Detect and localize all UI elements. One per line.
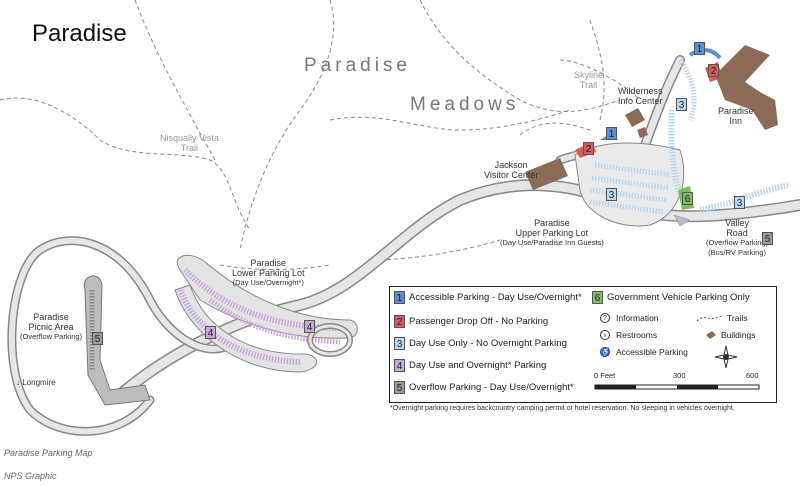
legend-text: Overflow Parking - Day Use/Overnight*	[409, 382, 574, 393]
trail-line	[379, 239, 501, 261]
buildings	[525, 45, 778, 190]
overnight-note: *Overnight parking requires backcountry …	[390, 405, 735, 412]
legend-item-2: 2 Passenger Drop Off - No Parking	[394, 315, 548, 328]
upper-lot-base	[574, 142, 685, 227]
legend-badge: 5	[394, 381, 405, 394]
badge-3-lot: 3	[606, 188, 617, 201]
trail-line	[239, 0, 335, 251]
caption-credit: NPS Graphic	[4, 471, 57, 481]
gov-triangle	[673, 214, 691, 227]
paradise-map	[0, 0, 800, 436]
legend-text: Passenger Drop Off - No Parking	[409, 316, 549, 327]
scale-unit: 0 Feet	[594, 371, 616, 380]
badge-4-left: 4	[205, 326, 216, 339]
legend-badge: 4	[394, 359, 405, 372]
lower-lot-turn-fill	[308, 324, 352, 356]
trail-line	[589, 19, 605, 121]
legend-buildings: Buildings	[704, 330, 756, 340]
trail-line	[0, 97, 251, 231]
legend-accessible: ♿ Accessible Parking	[600, 347, 688, 357]
meadows-label: Meadows	[410, 94, 520, 115]
scale-max: 600	[746, 371, 759, 380]
legend-badge: 6	[592, 291, 603, 304]
longmire-label: ↓ Longmire	[16, 378, 56, 387]
legend-item-5: 5 Overflow Parking - Day Use/Overnight*	[394, 381, 574, 394]
trails	[0, 0, 641, 271]
badge-1-mid: 1	[606, 127, 617, 140]
trail-line	[419, 0, 621, 112]
badge-2-mid: 2	[583, 142, 594, 155]
lower-lot-stalls-c	[208, 297, 341, 345]
paradise-label: Paradise	[304, 55, 411, 76]
trail-line	[519, 122, 591, 136]
badge-3-upper: 3	[676, 98, 687, 111]
legend-text: Day Use and Overnight* Parking	[409, 360, 547, 371]
picnic-lot	[83, 275, 151, 406]
badge-2-top: 2	[708, 64, 719, 77]
badge-5-picnic: 5	[92, 332, 103, 345]
accessible-top	[688, 48, 722, 60]
scale-mid: 300	[673, 371, 686, 380]
restroom-icon: ♁	[600, 330, 610, 340]
inn-building	[715, 45, 778, 130]
picnic-parking	[83, 275, 151, 406]
trail-icon	[696, 314, 724, 322]
trail-line	[134, 0, 216, 161]
caption-title: Paradise Parking Map	[4, 448, 93, 458]
legend-item-3: 3 Day Use Only - No Overnight Parking	[394, 337, 567, 350]
small-building	[637, 127, 648, 138]
badge-5-valley: 5	[762, 232, 773, 245]
trail-line	[559, 59, 641, 101]
info-icon: ?	[600, 313, 610, 323]
picnic-road	[8, 237, 233, 435]
accessible-icon: ♿	[600, 347, 610, 357]
badge-6-gov: 6	[682, 192, 693, 205]
legend-trails: Trails	[696, 313, 747, 323]
compass-icon	[714, 345, 738, 369]
legend: 1 Accessible Parking - Day Use/Overnight…	[389, 286, 777, 403]
legend-badge: 3	[394, 337, 405, 350]
legend-item-6: 6 Government Vehicle Parking Only	[592, 291, 750, 304]
legend-badge: 2	[394, 315, 405, 328]
jackson-building	[525, 158, 568, 190]
trail-line	[329, 109, 571, 131]
badge-4-right: 4	[304, 320, 315, 333]
building-icon	[706, 331, 716, 339]
valley-stalls	[699, 182, 791, 213]
wilderness-building	[625, 108, 645, 127]
scale-bar	[594, 384, 760, 390]
badge-3-valley: 3	[734, 196, 745, 209]
lower-parking-lot	[174, 254, 358, 373]
trail-line	[219, 264, 331, 271]
legend-info: ? Information	[600, 313, 659, 323]
badge-1-top: 1	[694, 42, 705, 55]
legend-text: Day Use Only - No Overnight Parking	[409, 338, 567, 349]
legend-restrooms: ♁ Restrooms	[600, 330, 657, 340]
legend-item-4: 4 Day Use and Overnight* Parking	[394, 359, 546, 372]
legend-text: Accessible Parking - Day Use/Overnight*	[409, 292, 582, 303]
map-title: Paradise	[32, 20, 127, 47]
legend-badge: 1	[394, 291, 405, 304]
legend-item-1: 1 Accessible Parking - Day Use/Overnight…	[394, 291, 582, 304]
legend-text: Government Vehicle Parking Only	[607, 292, 750, 303]
